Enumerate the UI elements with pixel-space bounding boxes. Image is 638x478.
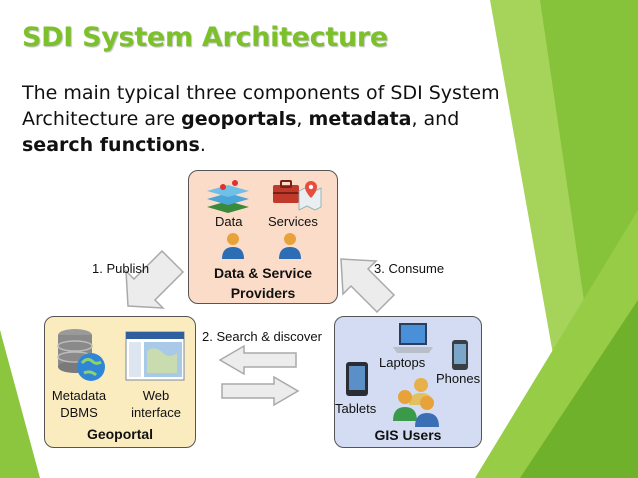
providers-title-line: Providers	[230, 285, 296, 301]
web-interface-screen-icon	[125, 331, 185, 381]
search-arrow-right	[221, 375, 300, 407]
intro-emphasis-geoportals: geoportals	[181, 108, 297, 130]
intro-separator: , and	[411, 108, 460, 130]
intro-text: The main typical three components of SDI…	[22, 82, 500, 130]
services-toolbox-map-icon	[273, 180, 322, 211]
publish-label: 1. Publish	[92, 261, 150, 276]
data-label: Data	[215, 214, 243, 229]
metadata-dbms-label-line: DBMS	[60, 405, 98, 420]
intro-end: .	[199, 134, 206, 156]
data-layers-icon	[207, 180, 249, 213]
services-label: Services	[268, 214, 318, 229]
gis-users-box: Laptops Phones Tablets GIS Users	[334, 316, 482, 448]
metadata-dbms-label-line: Metadata	[51, 388, 107, 403]
intro-paragraph: The main typical three components of SDI…	[22, 80, 512, 158]
metadata-database-globe-icon	[57, 329, 105, 381]
gis-users-title: GIS Users	[374, 427, 442, 443]
intro-emphasis-search-functions: search functions	[22, 134, 200, 156]
laptop-icon	[393, 323, 433, 353]
web-interface-label-line: interface	[131, 405, 181, 420]
slide-title: SDI System Architecture	[22, 22, 388, 53]
metadata-dbms-label: Metadata DBMS	[47, 387, 111, 421]
provider-person-icon	[279, 233, 301, 259]
consume-label: 3. Consume	[374, 261, 445, 276]
intro-separator: ,	[296, 108, 309, 130]
intro-emphasis-metadata: metadata	[308, 108, 412, 130]
publish-arrow	[125, 249, 185, 309]
search-discover-label: 2. Search & discover	[202, 329, 322, 344]
laptops-label: Laptops	[379, 355, 426, 370]
phones-label: Phones	[436, 371, 481, 386]
deco-green-corner	[0, 330, 40, 478]
geoportal-box: Metadata DBMS Web interface Geoportal	[44, 316, 196, 448]
tablet-icon	[346, 362, 368, 396]
geoportal-title: Geoportal	[86, 426, 154, 442]
providers-title-line: Data & Service	[213, 265, 313, 281]
provider-person-icon	[222, 233, 244, 259]
phone-icon	[452, 340, 468, 370]
deco-green-wedge-dark	[520, 300, 638, 478]
web-interface-label: Web interface	[123, 387, 189, 421]
consume-arrow	[340, 258, 396, 314]
search-arrow-left	[218, 344, 297, 376]
tablets-label: Tablets	[335, 401, 377, 416]
web-interface-label-line: Web	[142, 388, 170, 403]
providers-box: Data Services Data & Service Providers	[188, 170, 338, 304]
gis-users-group-icon	[393, 378, 439, 427]
providers-title: Data & Service Providers	[189, 263, 337, 303]
